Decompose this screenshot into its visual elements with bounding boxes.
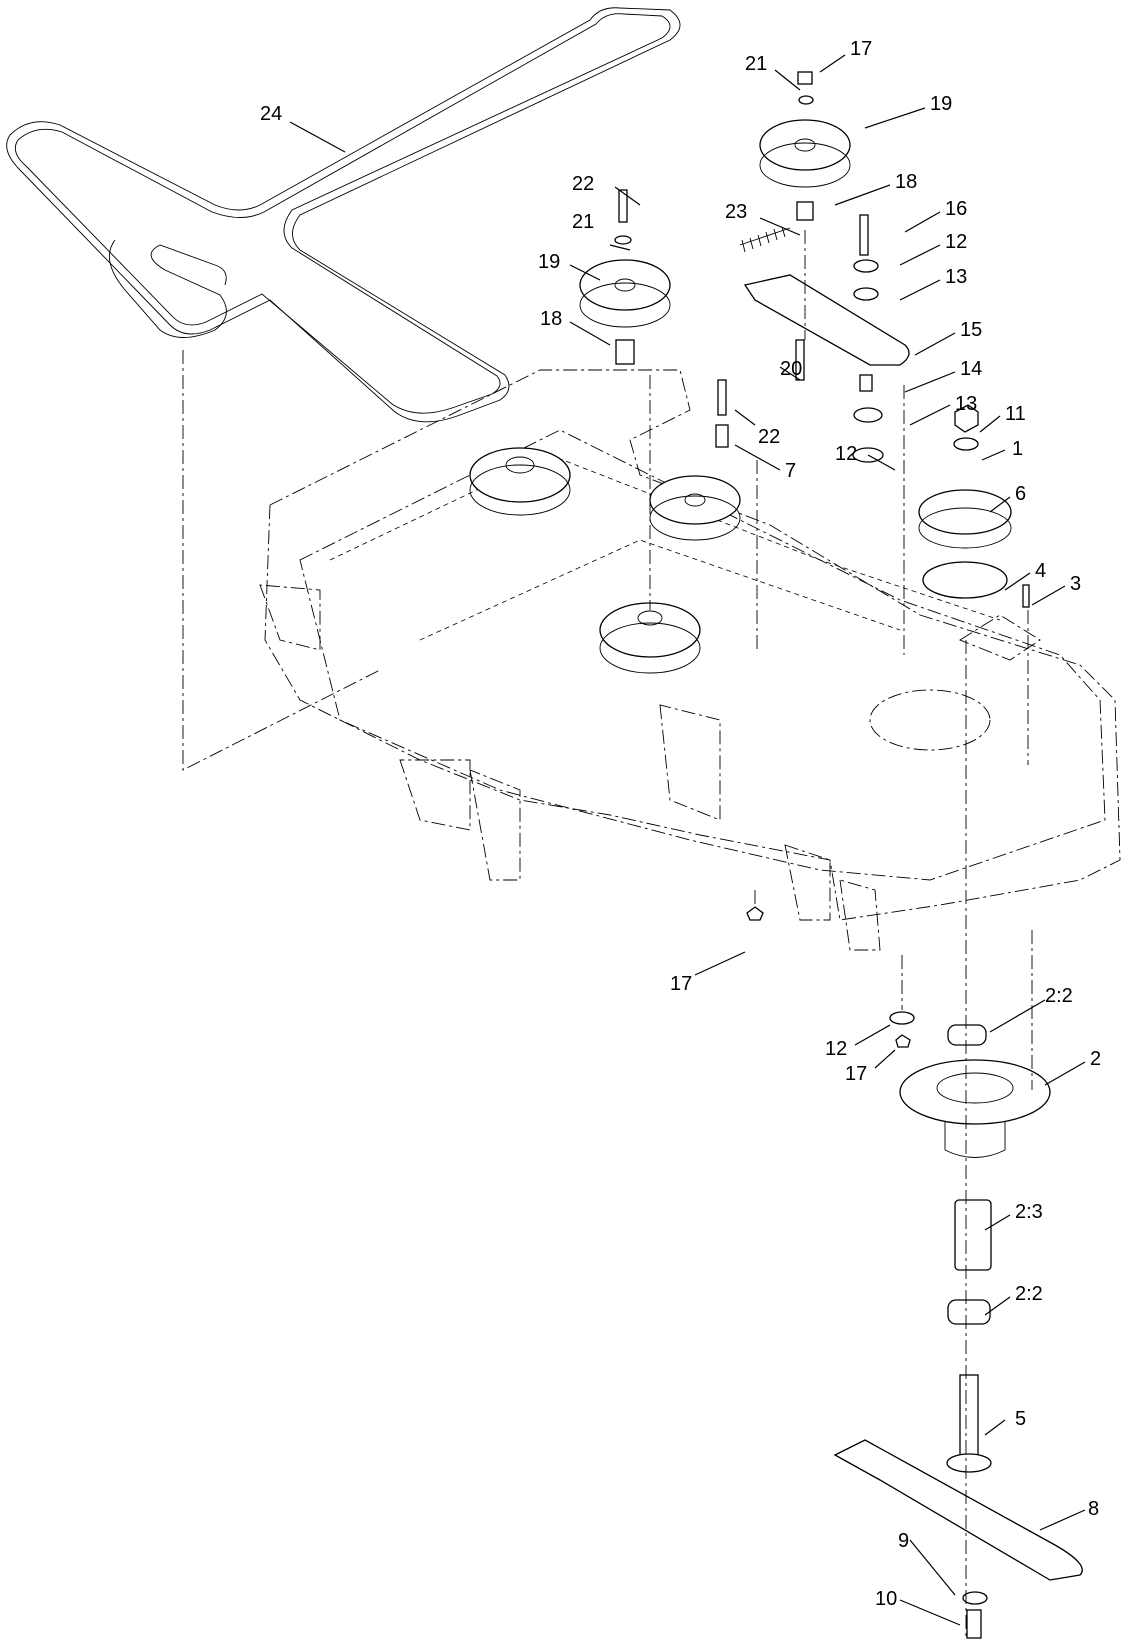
callout-21: 21 [745, 53, 767, 75]
callout-17: 17 [670, 973, 692, 995]
callout-11: 11 [1005, 403, 1026, 425]
callout-8: 8 [1088, 1498, 1099, 1520]
callout-10: 10 [875, 1588, 897, 1610]
spindle-housing [899, 1024, 1051, 1473]
callout-14: 14 [960, 358, 982, 380]
callout-2-2: 2:2 [1045, 985, 1073, 1007]
callout-2-3: 2:3 [1015, 1201, 1043, 1223]
callout-22: 22 [572, 173, 594, 195]
hardware [614, 71, 1030, 1048]
callout-18: 18 [540, 308, 562, 330]
leader-lines [289, 54, 1086, 1626]
callout-21: 21 [572, 211, 594, 233]
left-spindle-pulley [469, 447, 571, 516]
extension-spring [739, 226, 791, 253]
callout-6: 6 [1015, 483, 1026, 505]
callout-24: 24 [260, 103, 282, 125]
callout-20: 20 [780, 358, 802, 380]
callout-23: 23 [725, 201, 747, 223]
callout-9: 9 [898, 1530, 909, 1552]
callout-12: 12 [835, 443, 857, 465]
center-idler-pulley [649, 475, 741, 541]
callout-22: 22 [758, 426, 780, 448]
callout-4: 4 [1035, 560, 1046, 582]
mower-deck [259, 369, 1121, 951]
drive-belt [6, 7, 681, 423]
callout-7: 7 [785, 460, 796, 482]
callout-2-2: 2:2 [1015, 1283, 1043, 1305]
idler-pulley-top [759, 119, 851, 188]
callout-19: 19 [930, 93, 952, 115]
callout-13: 13 [955, 393, 977, 415]
callout-18: 18 [895, 171, 917, 193]
callout-5: 5 [1015, 1408, 1026, 1430]
idler-pulley-mid [579, 259, 671, 328]
callout-15: 15 [960, 319, 982, 341]
callout-13: 13 [945, 266, 967, 288]
callout-labels: 24 21 17 19 18 23 16 12 13 15 14 13 11 1… [260, 38, 1101, 1610]
callout-2: 2 [1090, 1048, 1101, 1070]
callout-17: 17 [845, 1063, 867, 1085]
callout-12: 12 [945, 231, 967, 253]
callout-12: 12 [825, 1038, 847, 1060]
centerlines [182, 230, 1033, 1640]
callout-1: 1 [1012, 438, 1023, 460]
idler-arm [743, 274, 910, 366]
center-spindle-pulley [599, 602, 701, 674]
callout-16: 16 [945, 198, 967, 220]
callout-3: 3 [1070, 573, 1081, 595]
mower-blade [833, 1439, 1083, 1639]
callout-19: 19 [538, 251, 560, 273]
callout-17: 17 [850, 38, 872, 60]
